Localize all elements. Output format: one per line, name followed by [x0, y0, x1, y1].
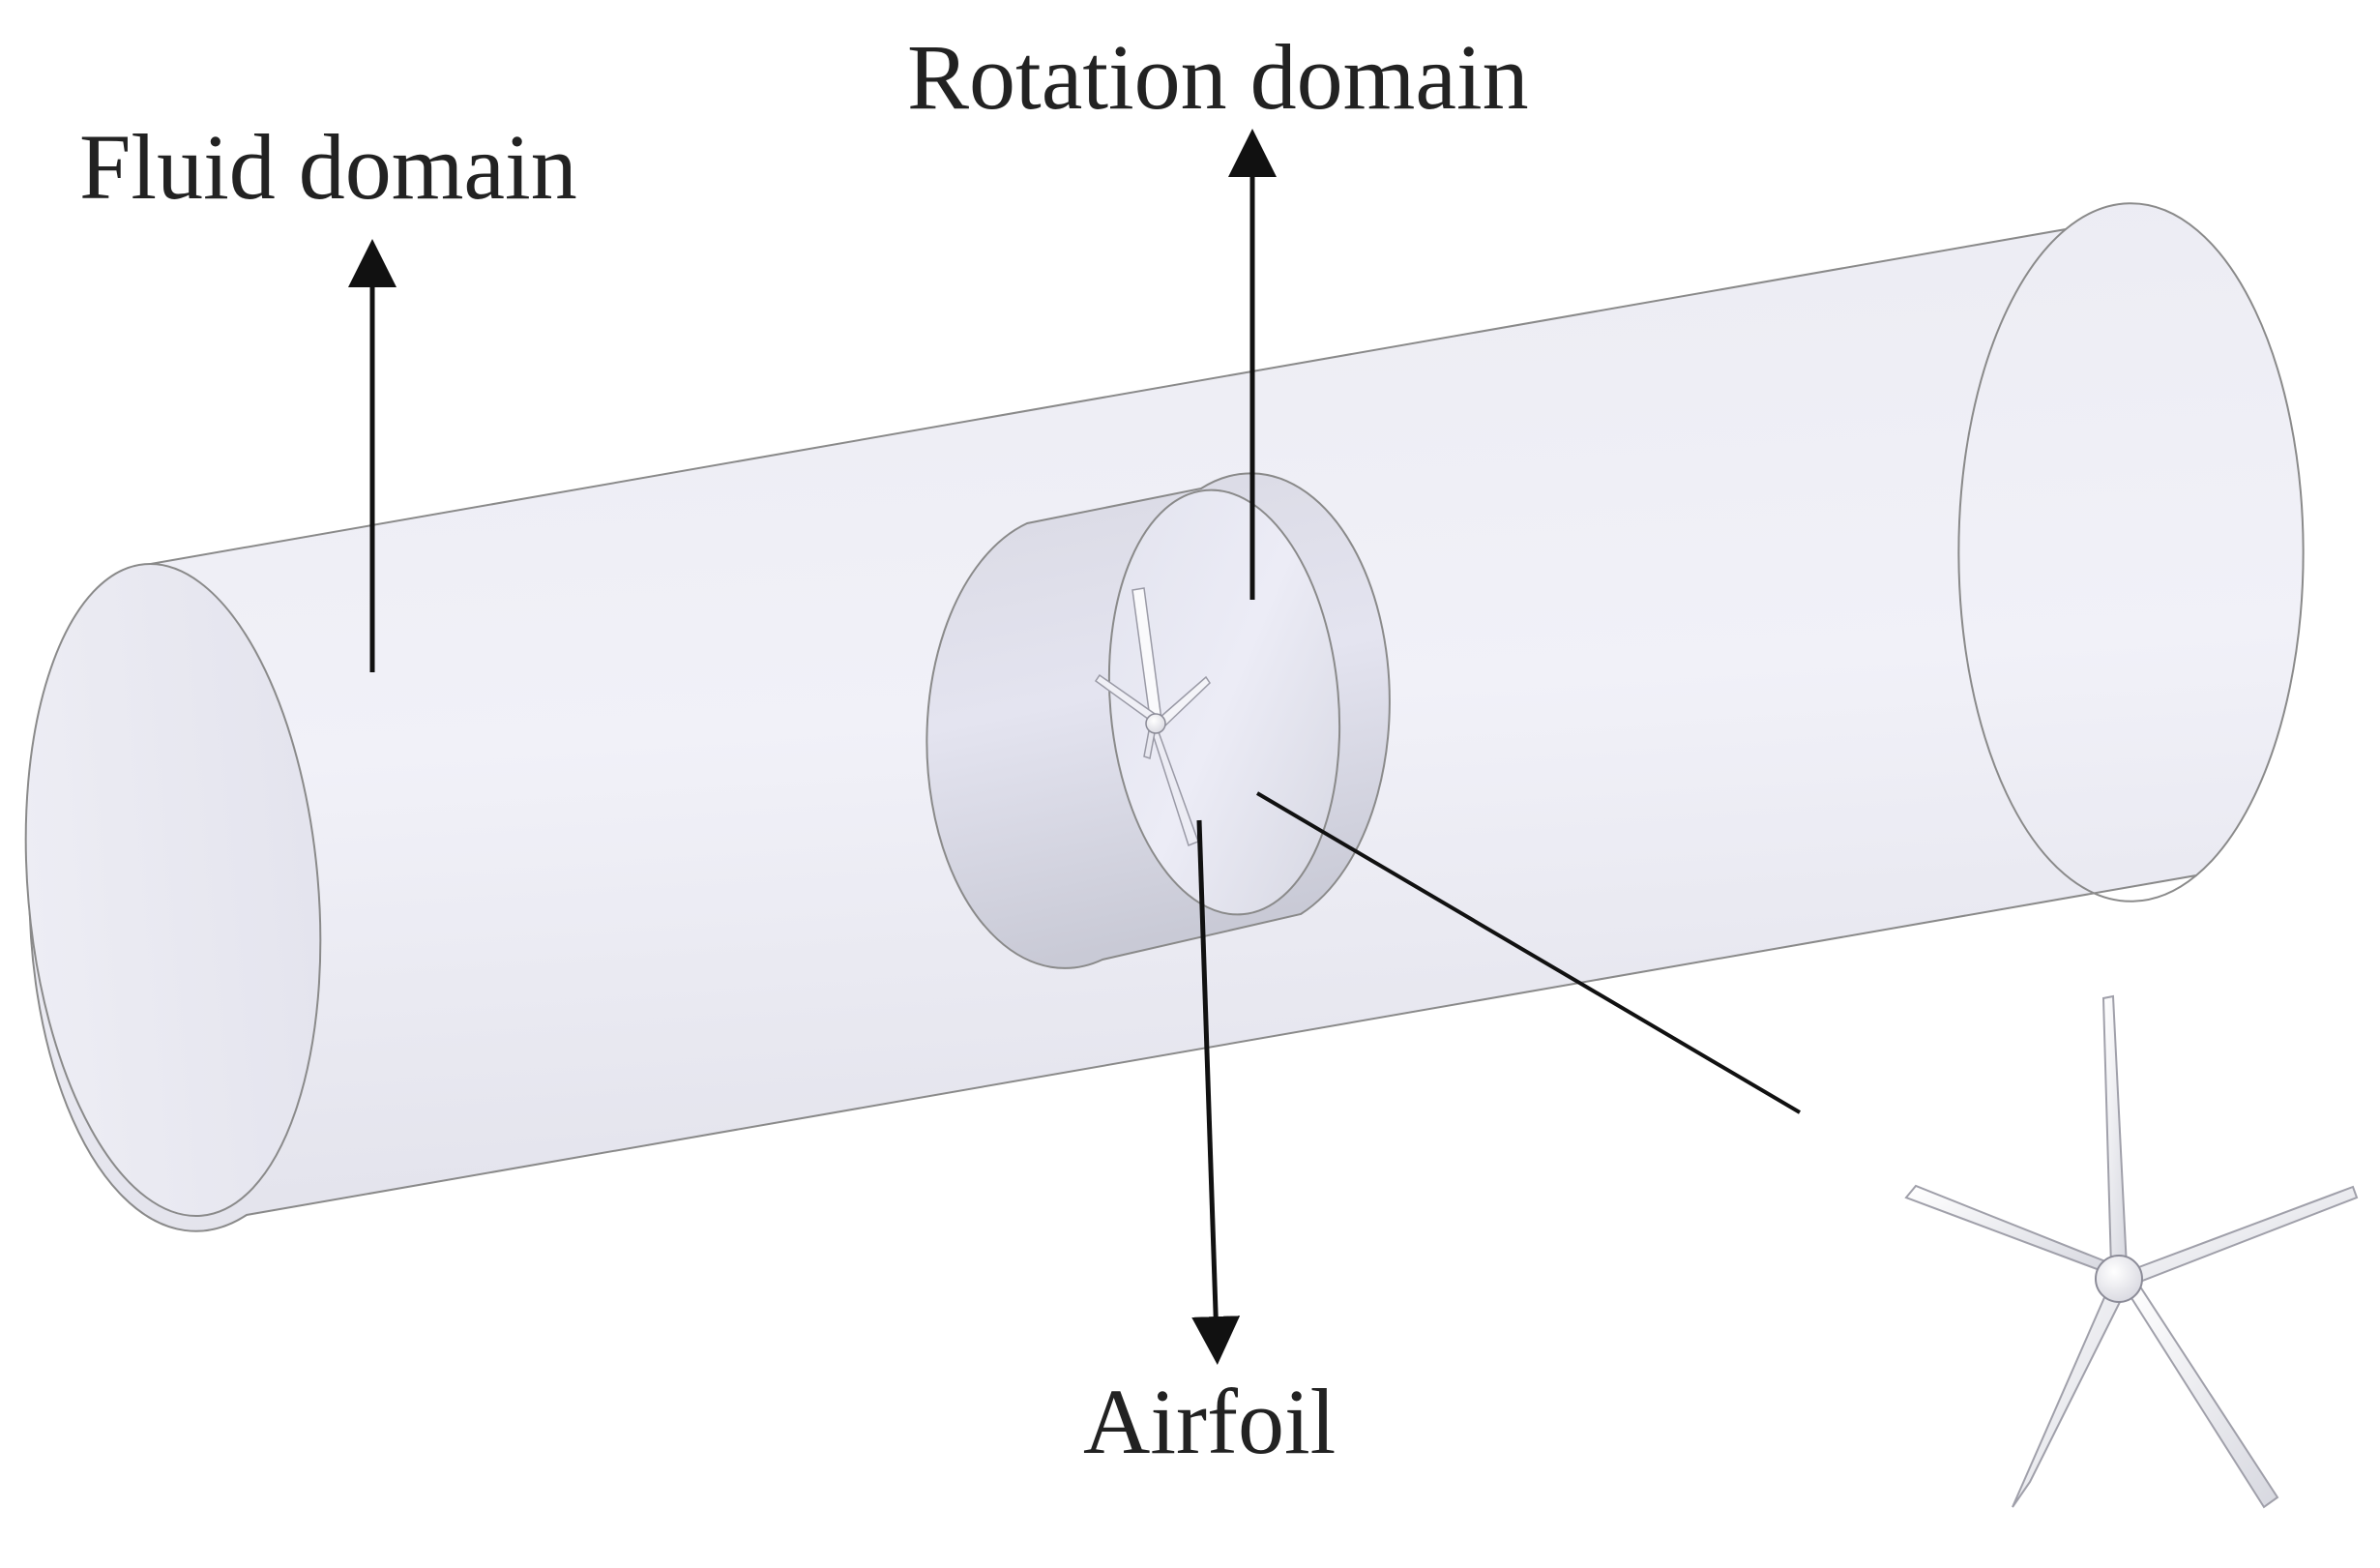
detail-blade-left	[1904, 1184, 2117, 1275]
detail-hub	[2095, 1255, 2143, 1303]
fluid-domain-left-cap	[24, 563, 322, 1217]
airfoil-rotor-small	[1094, 587, 1211, 846]
detail-blade-lower-left	[2012, 1285, 2127, 1508]
detail-blade-right	[2127, 1185, 2359, 1287]
fluid-domain-right-cap-edge	[1957, 228, 2197, 902]
fluid-domain-label: Fluid domain	[79, 115, 577, 219]
airfoil-rotor-detail	[1904, 994, 2359, 1509]
airfoil-arrow	[1191, 819, 1241, 1365]
detail-blade-up	[2101, 994, 2129, 1268]
rotor-hub	[1145, 713, 1166, 734]
rotation-domain-label: Rotation domain	[907, 25, 1529, 129]
airfoil-label: Airfoil	[1083, 1370, 1336, 1473]
detail-blade-lower-right	[2125, 1279, 2279, 1509]
zoom-leader-line	[1255, 791, 1802, 1114]
